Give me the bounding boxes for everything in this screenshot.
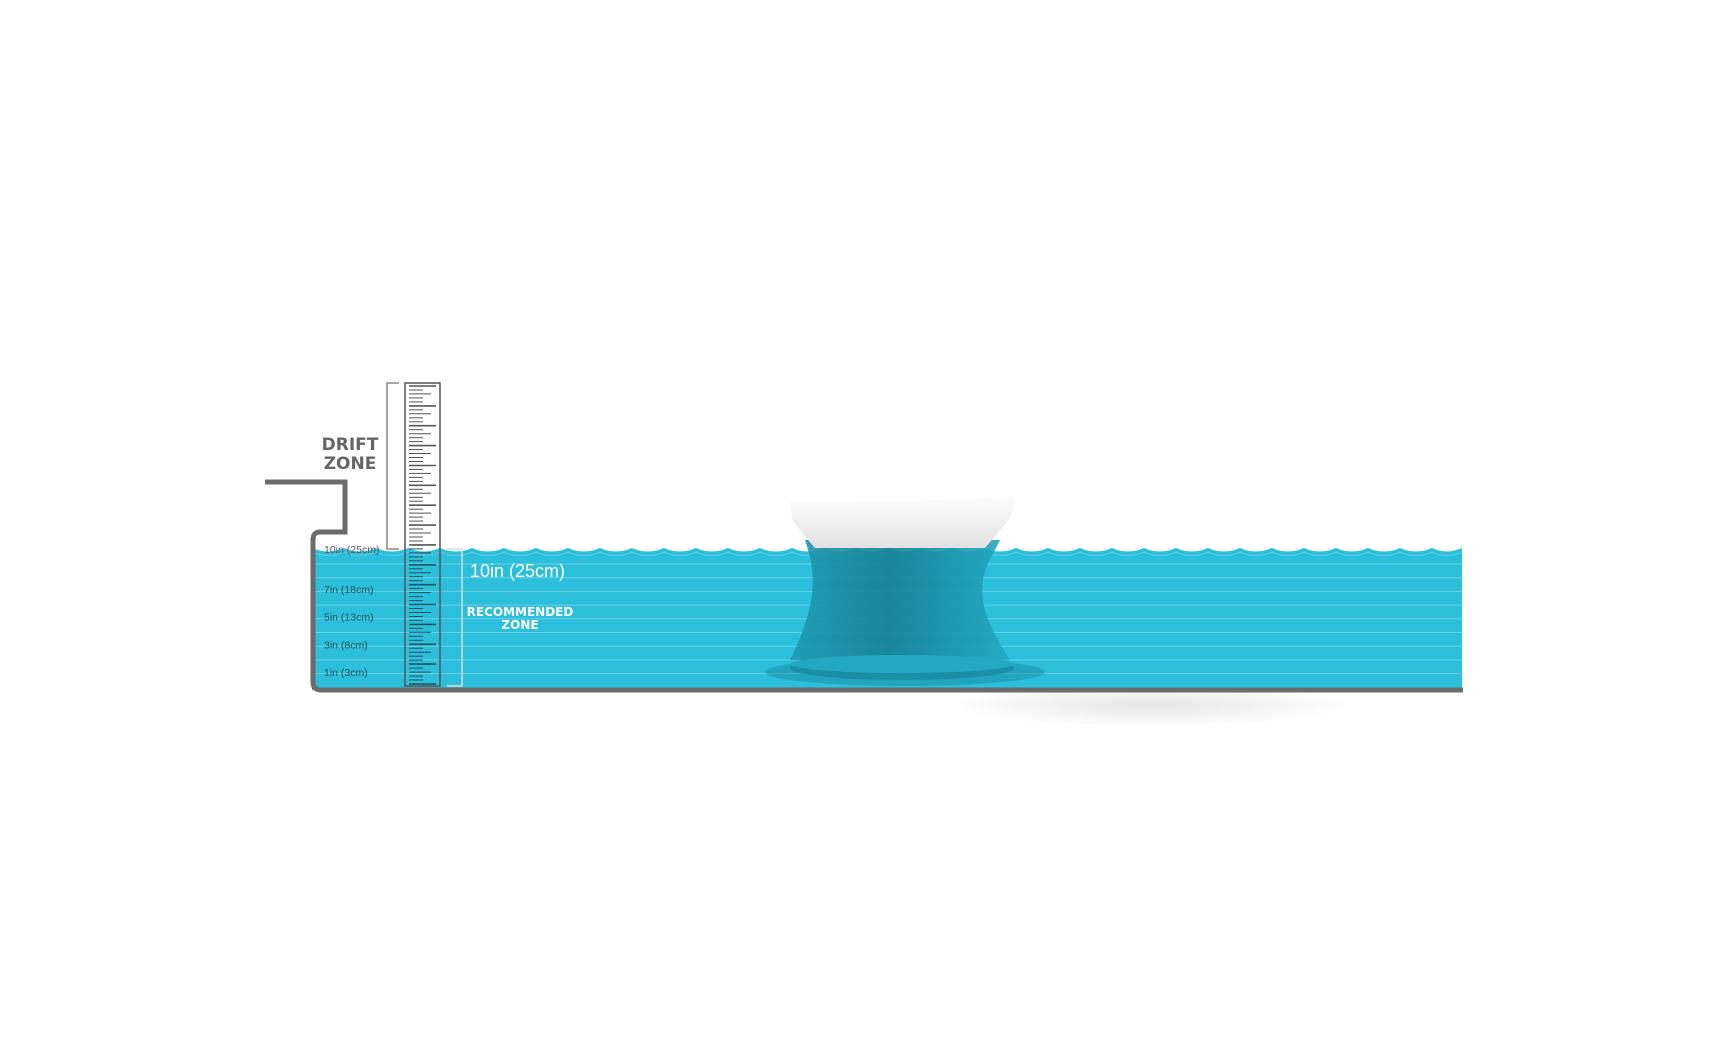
stool-base-top <box>790 655 1014 673</box>
stool-submerged-body <box>790 540 1010 660</box>
recommended-zone-label-line1: RECOMMENDED <box>467 605 574 619</box>
depth-mark-label: 1in (3cm) <box>324 667 368 679</box>
recommended-zone-label-line2: ZONE <box>501 618 538 632</box>
depth-mark-label: 5in (13cm) <box>324 612 374 624</box>
floor-shadow <box>950 683 1350 727</box>
stool-seat <box>790 492 1014 548</box>
drift-zone-label-line1: DRIFT <box>322 435 379 455</box>
depth-callout: 10in (25cm) <box>470 561 565 581</box>
depth-mark-labels: 10in (25cm) 7in (18cm) 5in (13cm) 3in (8cm)… <box>324 544 379 679</box>
depth-mark-label: 3in (8cm) <box>324 639 368 651</box>
drift-zone-bracket <box>386 382 399 550</box>
drift-zone-label-line2: ZONE <box>324 454 377 474</box>
depth-mark-label: 10in (25cm) <box>324 544 379 556</box>
stool-seat-rim <box>790 492 1013 503</box>
recommended-zone-bracket <box>447 548 463 687</box>
pool-wall <box>265 479 1463 693</box>
measuring-ruler <box>404 382 441 687</box>
depth-mark-label: 7in (18cm) <box>324 584 374 596</box>
